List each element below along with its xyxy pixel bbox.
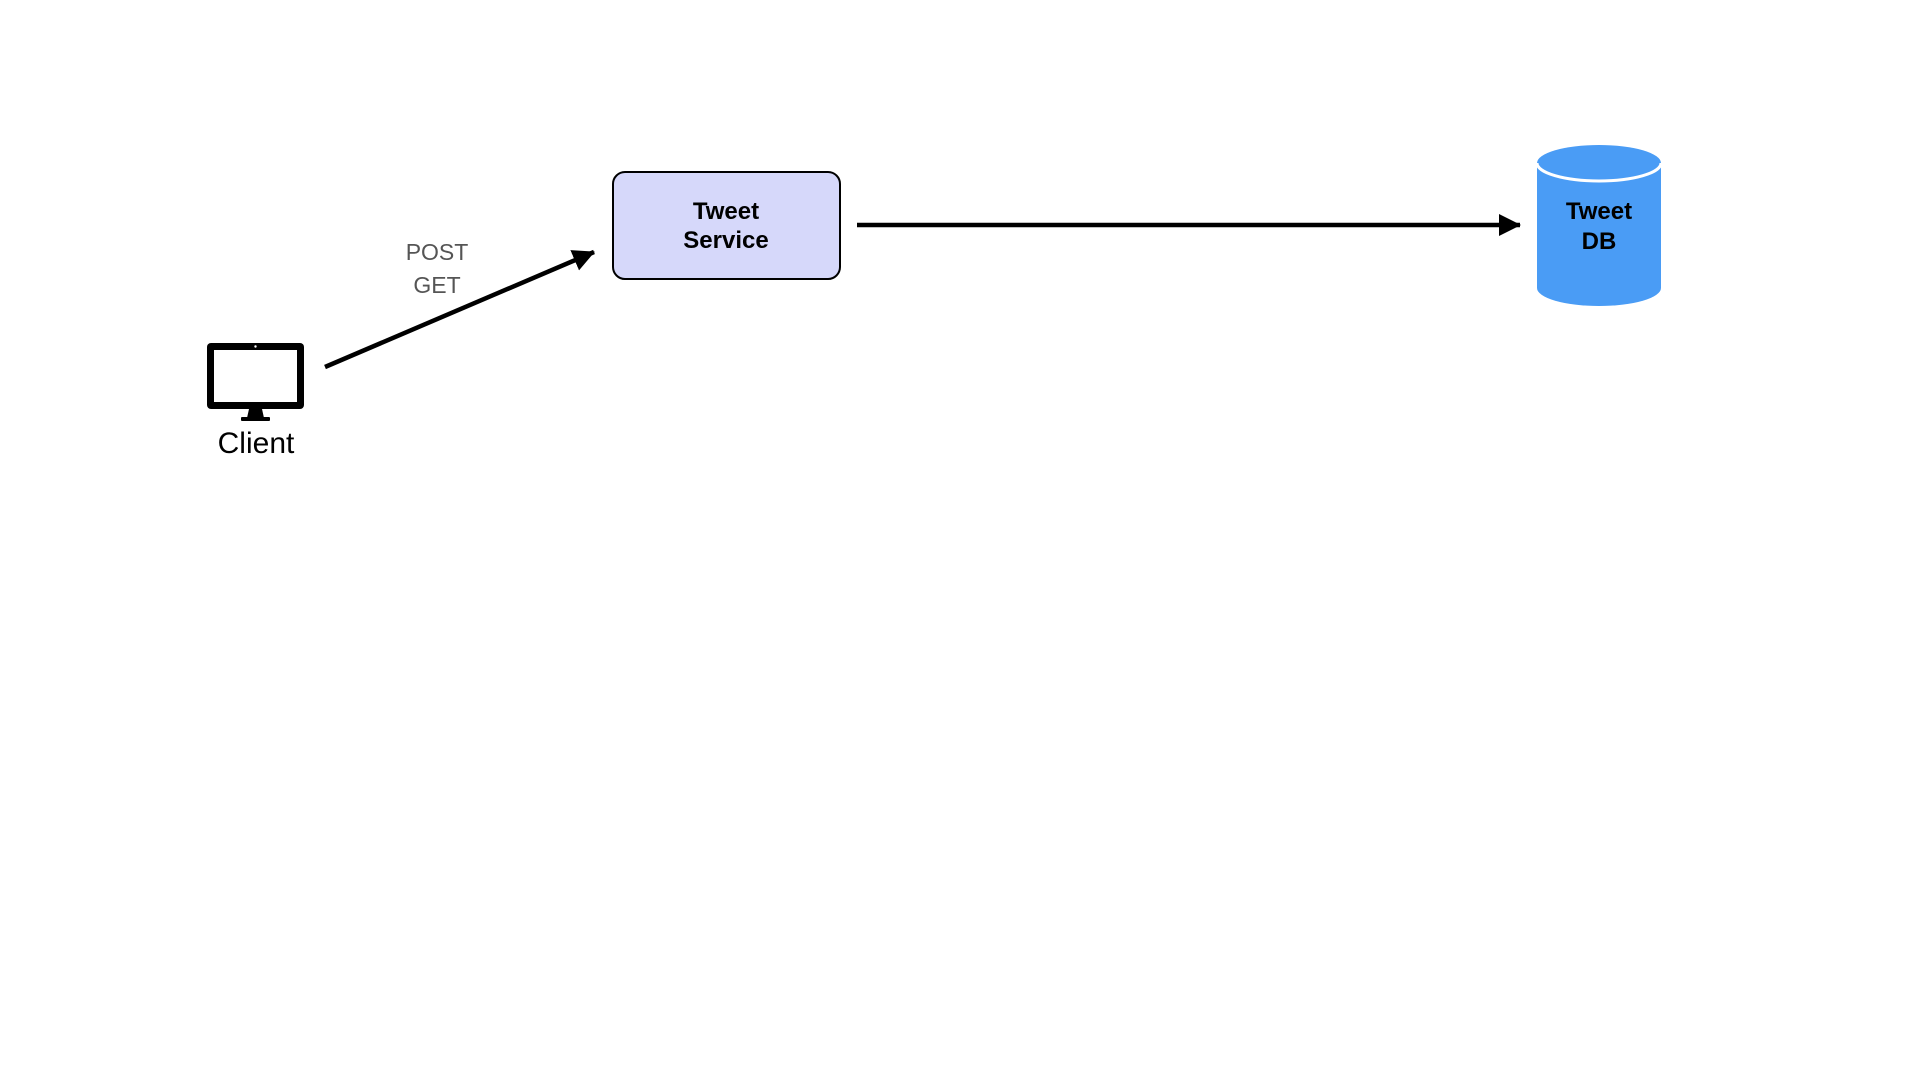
arrow-client-to-service — [324, 249, 595, 370]
tweet-service-box — [612, 171, 841, 280]
edge-label-get: GET — [413, 272, 460, 298]
tweet-service-node[interactable]: Tweet Service — [612, 171, 841, 280]
tweet-db-node[interactable]: Tweet DB — [1535, 145, 1663, 306]
monitor-icon — [207, 343, 304, 421]
client-node[interactable]: Client — [207, 343, 304, 460]
database-cylinder-icon — [1535, 145, 1663, 306]
tweet-service-label-line1: Tweet — [693, 198, 759, 225]
tweet-db-label-line2: DB — [1582, 228, 1617, 255]
client-label: Client — [218, 427, 295, 460]
edge-label-post: POST — [406, 239, 469, 265]
tweet-db-label-line1: Tweet — [1566, 198, 1632, 225]
edge-client-to-service: POST GET — [324, 239, 595, 370]
tweet-service-label-line2: Service — [683, 227, 768, 254]
